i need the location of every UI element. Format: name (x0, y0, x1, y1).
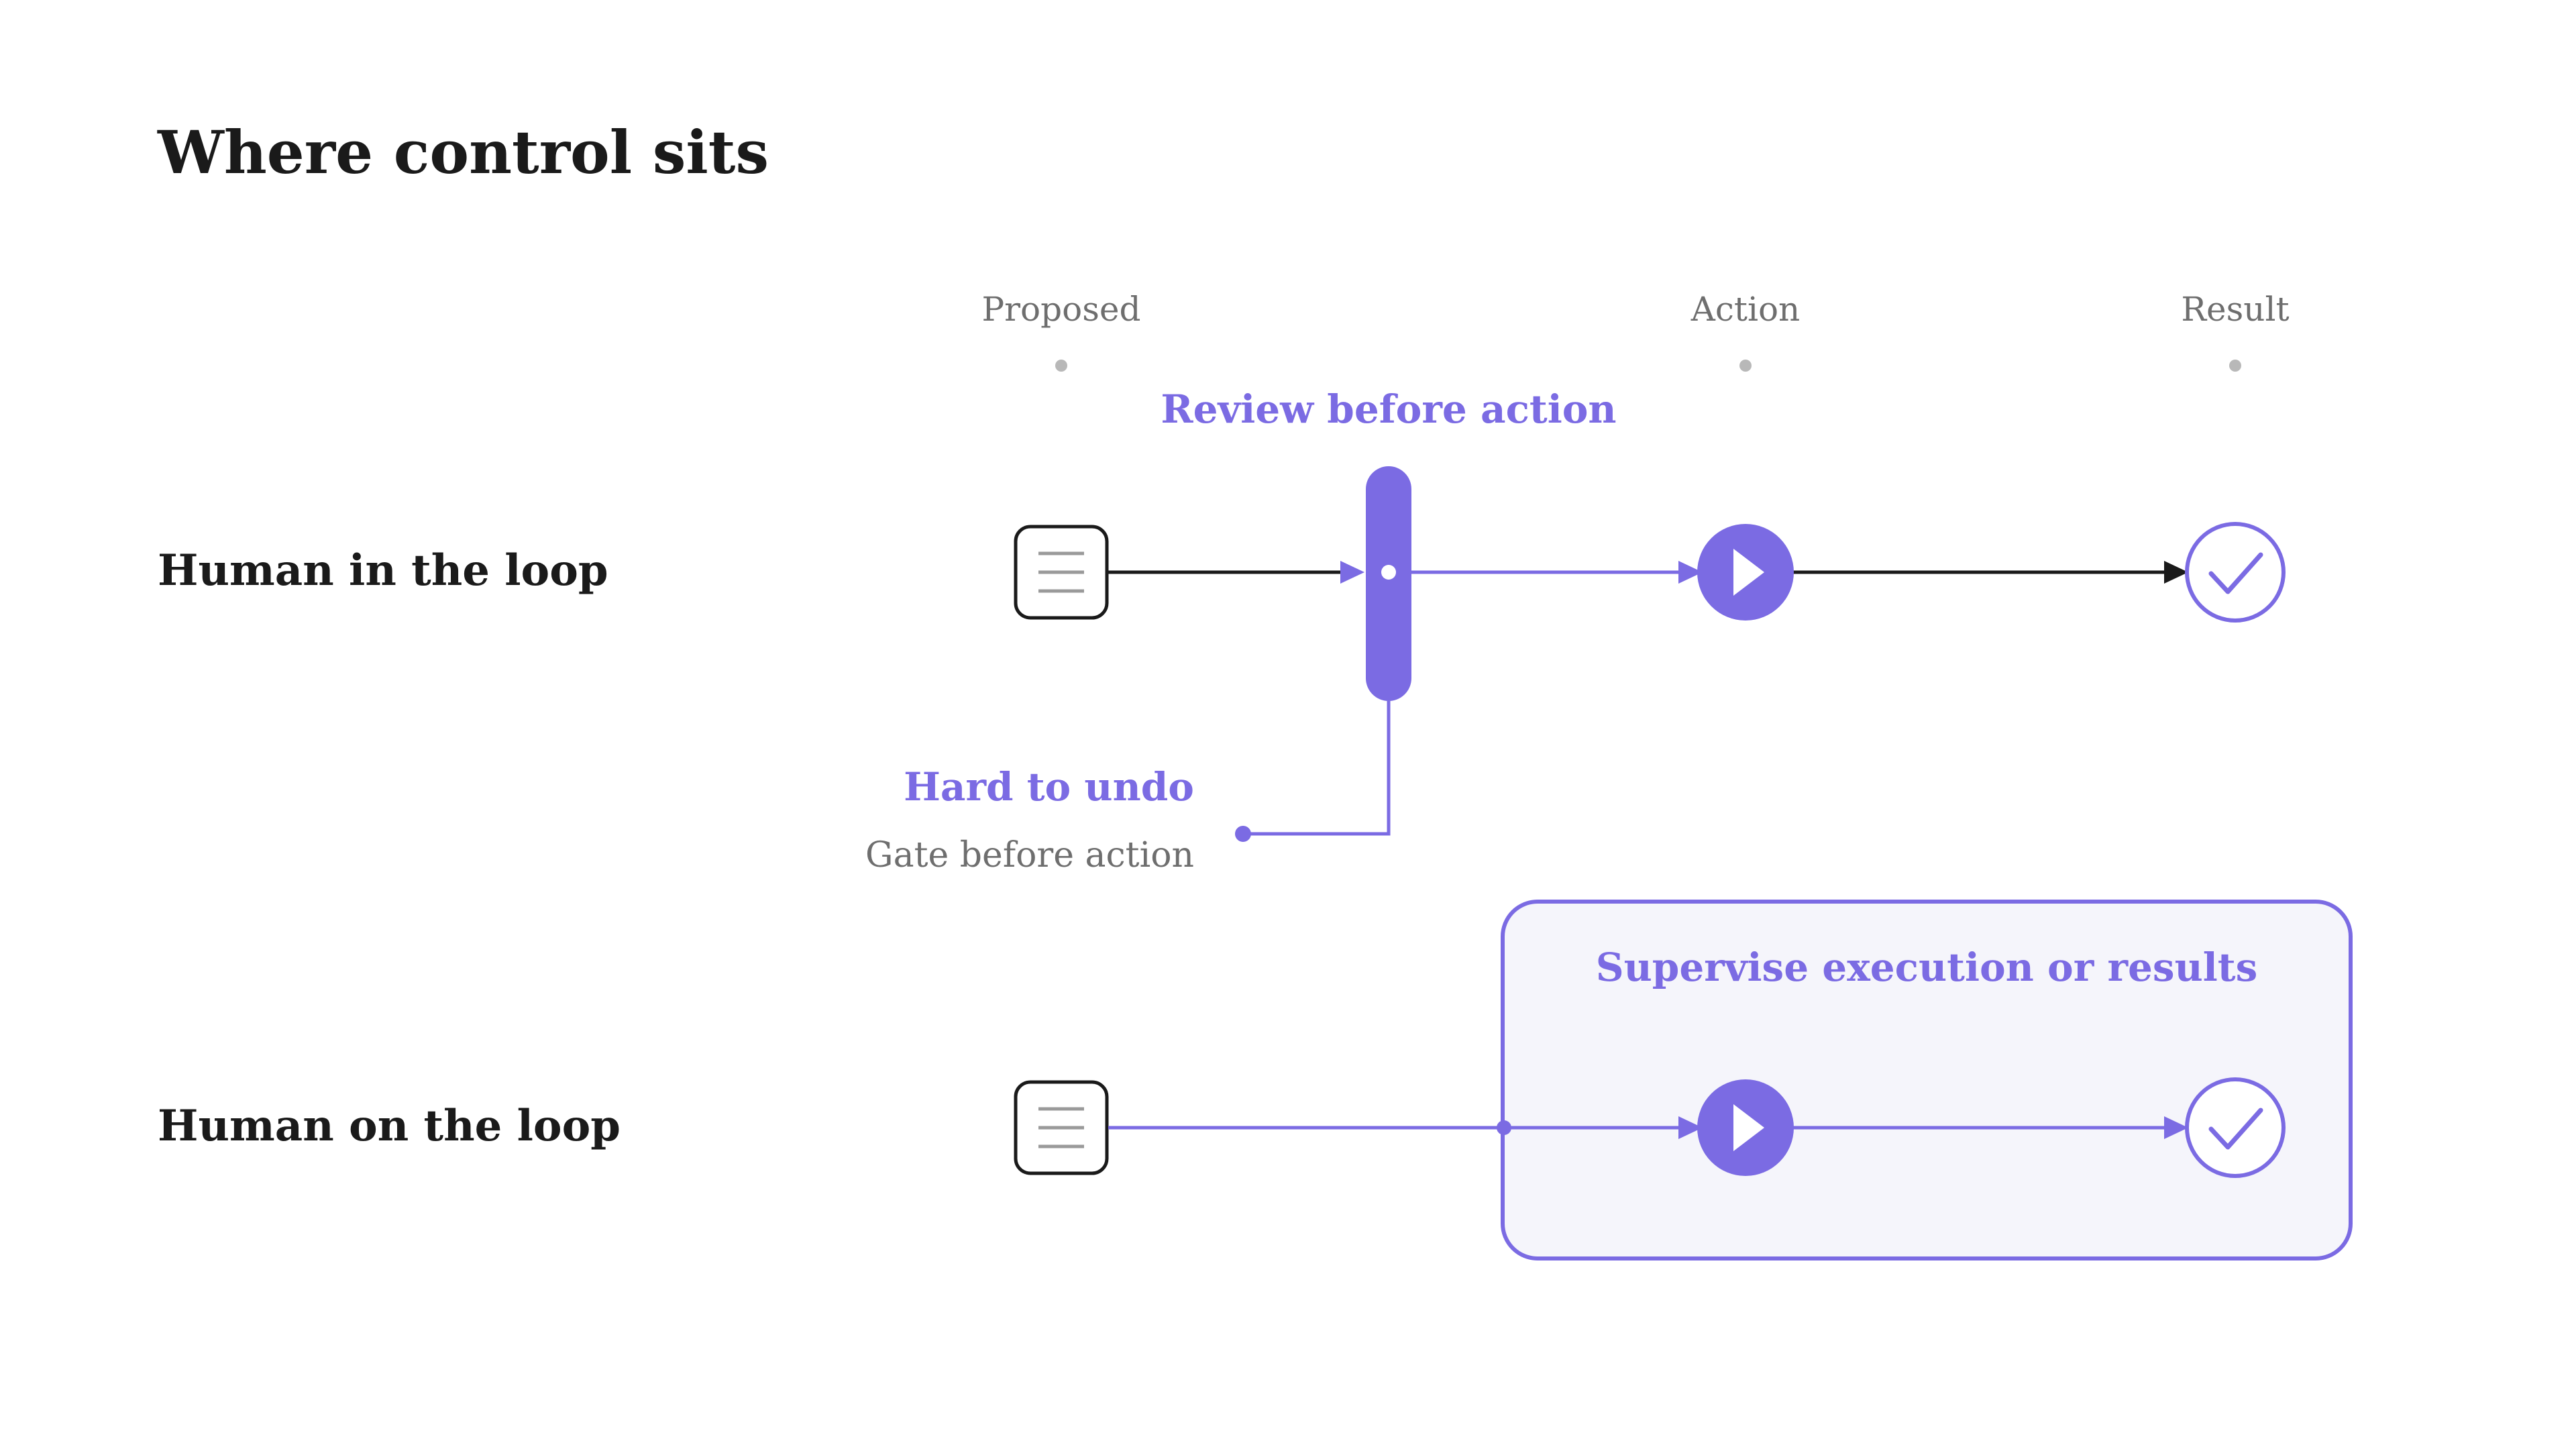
arrowhead-to-result-row2 (2164, 1116, 2188, 1139)
play-icon (1697, 1079, 1794, 1176)
review-gate-bar (1366, 466, 1411, 701)
box-entry-dot (1497, 1120, 1511, 1135)
column-label-action: Action (1690, 290, 1801, 329)
callout-dot (1235, 826, 1251, 842)
supervision-box-label: Supervise execution or results (1596, 945, 2257, 990)
check-circle-icon (2185, 1077, 2286, 1178)
arrowhead-to-gate (1340, 561, 1364, 584)
note-subtitle: Gate before action (865, 835, 1194, 875)
play-icon (1697, 524, 1794, 621)
column-dot-proposed (1055, 360, 1067, 372)
arrowhead-to-action (1678, 561, 1703, 584)
document-lines-icon (1014, 525, 1109, 620)
check-circle-icon (2185, 522, 2286, 623)
column-dot-action (1739, 360, 1752, 372)
checkpoint-label: Review before action (1161, 386, 1616, 432)
arrowhead-to-action-row2 (1678, 1116, 1703, 1139)
row-label-human-on-the-loop: Human on the loop (158, 1101, 621, 1151)
review-gate-dot (1381, 565, 1396, 580)
note-title: Hard to undo (904, 764, 1194, 810)
column-dot-result (2229, 360, 2241, 372)
supervision-box (1501, 900, 2353, 1260)
document-lines-icon (1014, 1080, 1109, 1175)
row-label-human-in-the-loop: Human in the loop (158, 545, 608, 596)
arrowhead-to-result (2164, 561, 2188, 584)
column-label-proposed: Proposed (981, 290, 1140, 329)
page-title: Where control sits (157, 117, 769, 187)
column-label-result: Result (2181, 290, 2289, 329)
callout-connector (1243, 701, 1391, 836)
